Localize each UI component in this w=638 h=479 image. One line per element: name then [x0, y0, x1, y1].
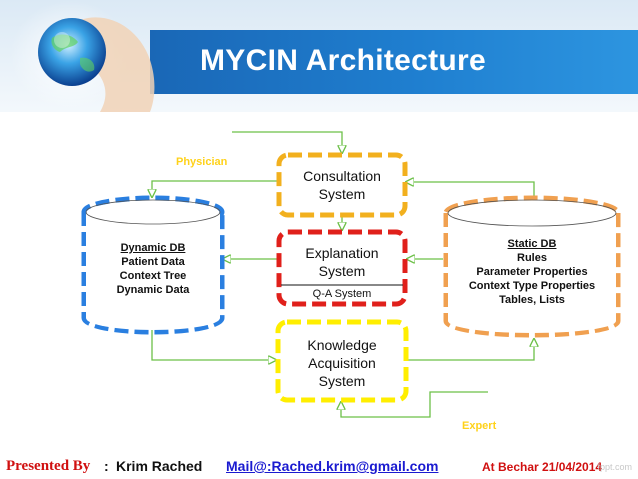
title-band — [150, 30, 638, 94]
consultation-line1: Consultation — [303, 168, 381, 184]
consultation-system-box — [276, 152, 408, 218]
consultation-line2: System — [318, 186, 366, 202]
static-db-body — [448, 201, 616, 333]
dynamic-db-item: Patient Data — [121, 256, 185, 268]
explanation-label: Explanation System — [279, 244, 405, 280]
footer: Presented By : Krim Rached Mail@:Rached.… — [0, 448, 638, 479]
explanation-system-box — [276, 229, 408, 307]
static-db-item: Context Type Properties — [468, 280, 596, 292]
knowledge-acquisition-box — [275, 319, 409, 403]
watermark: fppt.com — [597, 462, 632, 472]
knowledge-line3: System — [318, 373, 366, 389]
dynamic-db-top-rim — [85, 199, 221, 225]
arrow-consultation-to-dynamicdb — [152, 180, 278, 197]
knowledge-label: Knowledge Acquisition System — [278, 336, 406, 390]
static-db-item: Parameter Properties — [476, 266, 588, 278]
dynamic-db-label: Dynamic DB Patient Data Context Tree Dyn… — [90, 241, 216, 297]
globe-hand-image — [0, 0, 170, 112]
author-name: Krim Rached — [116, 458, 203, 474]
explanation-line2: System — [318, 263, 366, 279]
presented-by-separator: : — [104, 458, 113, 474]
static-db-top-rim — [447, 199, 617, 227]
location-date: At Bechar 21/04/2014 — [482, 460, 603, 474]
arrow-dynamicdb-to-knowledge — [151, 330, 276, 360]
author-email-link[interactable]: Mail@:Rached.krim@gmail.com — [226, 458, 439, 474]
dynamic-db-title: Dynamic DB — [120, 242, 186, 254]
consultation-label: Consultation System — [279, 167, 405, 203]
arrow-staticdb-to-consultation — [406, 182, 535, 197]
knowledge-line2: Acquisition — [308, 355, 376, 371]
arrow-top-to-consultation — [232, 131, 342, 153]
static-db-title: Static DB — [507, 238, 557, 250]
knowledge-line1: Knowledge — [307, 337, 377, 353]
static-db-item: Tables, Lists — [499, 294, 565, 306]
dynamic-db-item: Dynamic Data — [116, 284, 190, 296]
qa-system-label: Q-A System — [312, 288, 372, 300]
dynamic-db-item: Context Tree — [119, 270, 187, 282]
arrow-expert-to-knowledge — [341, 391, 488, 418]
static-db-label: Static DB Rules Parameter Properties Con… — [450, 237, 614, 307]
slide-title: MYCIN Architecture — [200, 44, 487, 77]
physician-label: Physician — [176, 156, 228, 168]
explanation-line1: Explanation — [305, 245, 379, 261]
expert-label: Expert — [462, 420, 497, 432]
arrow-knowledge-to-staticdb — [406, 339, 534, 361]
dynamic-db-body — [86, 201, 220, 330]
presented-by-label: Presented By — [6, 458, 91, 474]
static-db-item: Rules — [517, 252, 547, 264]
